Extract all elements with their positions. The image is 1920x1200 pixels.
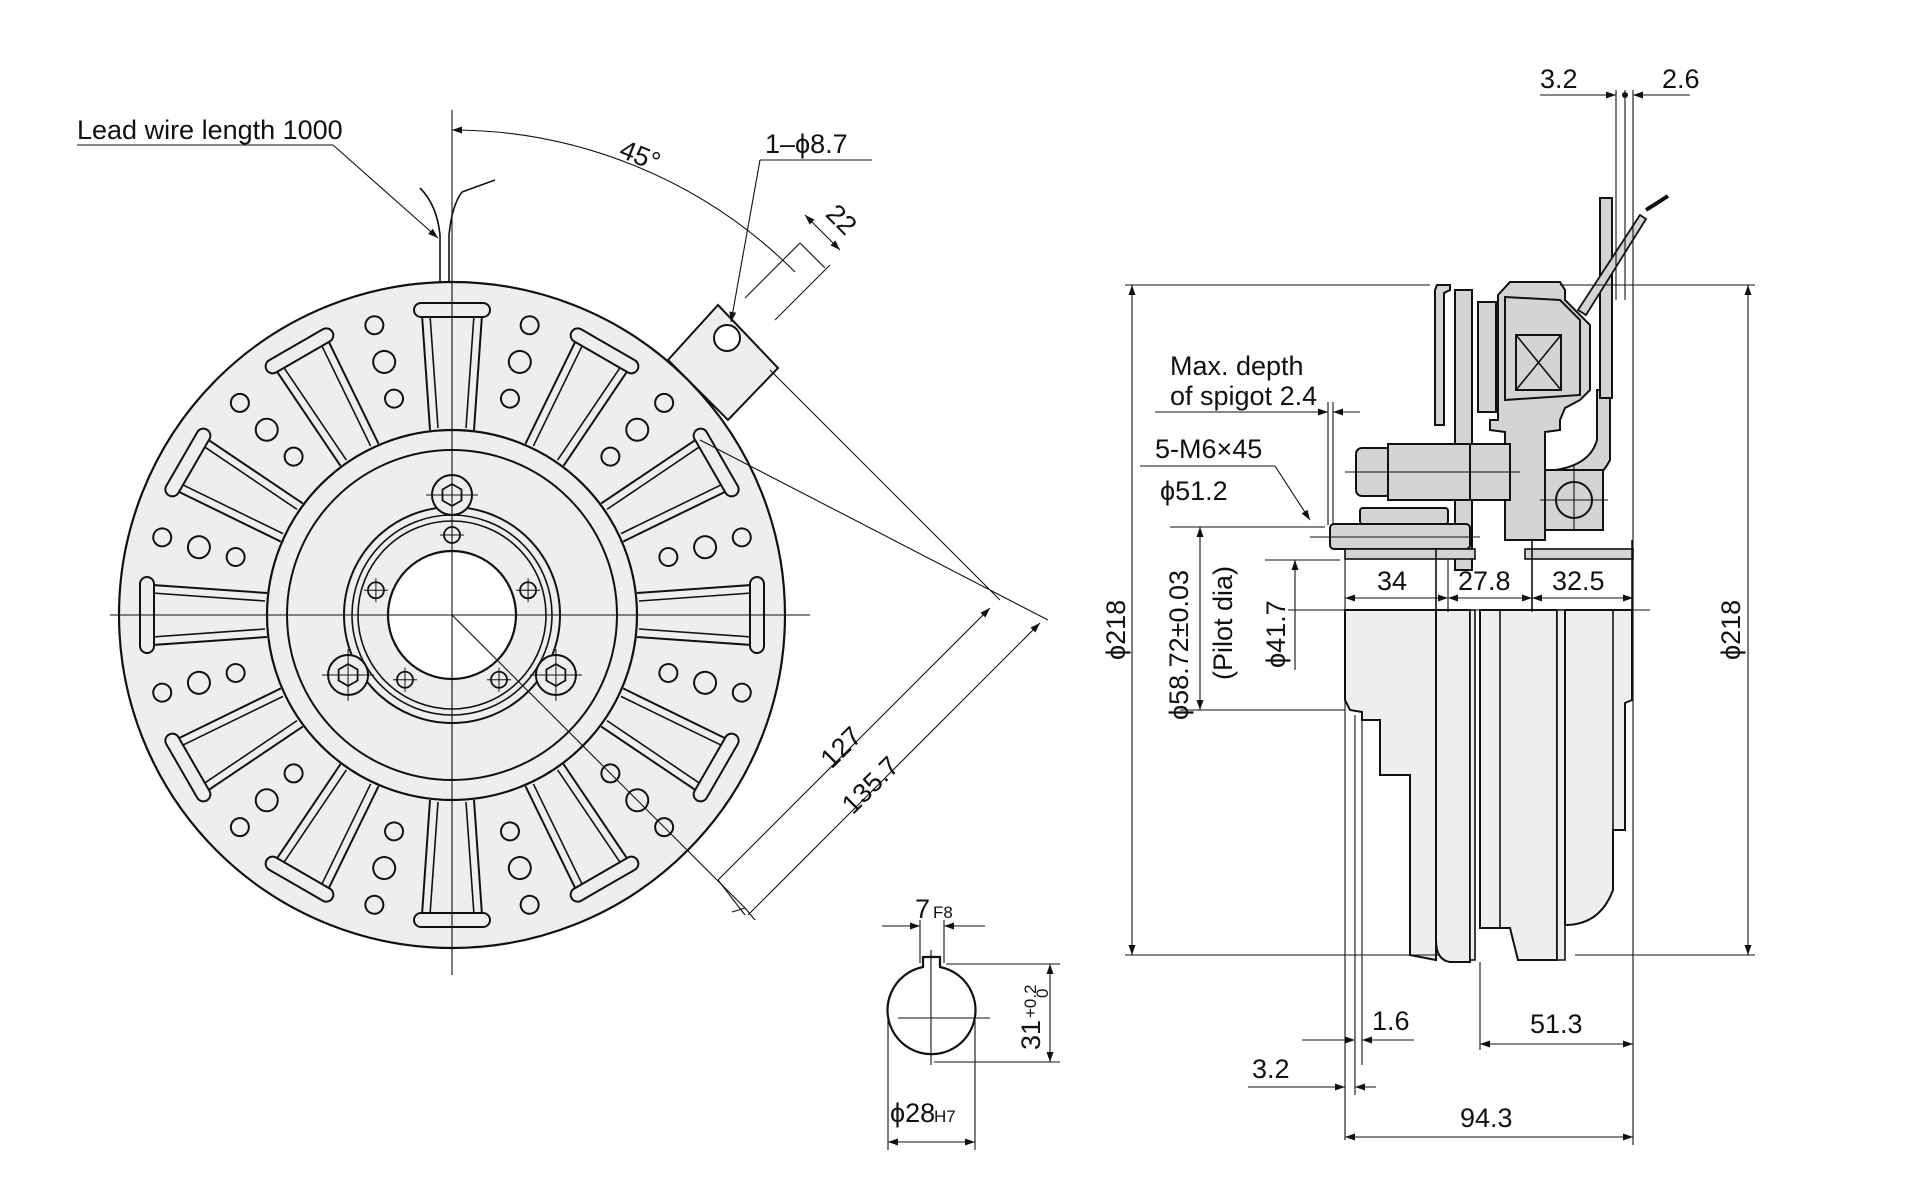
spigot-label-line2: of spigot 2.4 xyxy=(1170,381,1317,411)
bottom-mid-label: 51.3 xyxy=(1530,1009,1583,1039)
spigot-label-line1: Max. depth xyxy=(1170,351,1304,381)
outer-dia-left: ϕ218 xyxy=(1101,600,1131,660)
hex-bolt xyxy=(322,649,375,701)
spoke-slot xyxy=(164,687,304,803)
vent-hole-cluster xyxy=(364,821,405,915)
key-height-tol-upper: +0.2 xyxy=(1021,984,1040,1018)
seg3-label: 32.5 xyxy=(1552,566,1605,596)
bolt-label: 5-M6×45 xyxy=(1155,434,1262,464)
pilot-dia-label: ϕ58.72±0.03 xyxy=(1164,570,1194,720)
key-height-label: 31 xyxy=(1016,1020,1046,1050)
angle-label: 45° xyxy=(615,134,664,177)
seg2-label: 27.8 xyxy=(1458,566,1511,596)
pilot-note: (Pilot dia) xyxy=(1208,566,1238,680)
vent-hole-cluster xyxy=(364,315,405,409)
screw-hole xyxy=(392,667,417,692)
spoke-slot xyxy=(524,763,640,903)
top-right-dim: 2.6 xyxy=(1662,64,1700,94)
mount-slot-dim: 22 xyxy=(820,198,862,240)
screw-hole xyxy=(487,667,512,692)
lead-wires xyxy=(419,179,496,283)
lead-wire-label: Lead wire length 1000 xyxy=(77,115,343,145)
spoke-slot xyxy=(600,427,740,543)
hex-bolt xyxy=(529,649,582,701)
lead-wire xyxy=(1576,213,1648,317)
key-width-tol: F8 xyxy=(933,903,953,922)
vent-hole-cluster xyxy=(152,662,246,703)
spoke-slot xyxy=(264,327,380,467)
vent-hole-cluster xyxy=(499,315,540,409)
bottom-total-label: 94.3 xyxy=(1460,1103,1513,1133)
vent-hole-cluster xyxy=(229,763,304,838)
side-view: 3.2 2.6 ϕ218 ϕ218 Max. depth of spigot 2… xyxy=(1101,64,1755,1145)
spoke-slot xyxy=(264,763,380,903)
spoke-slot xyxy=(600,687,740,803)
radius-inner-label: 127 xyxy=(814,721,867,774)
brake-body xyxy=(1344,609,1633,963)
bottom-small2: 3.2 xyxy=(1252,1054,1290,1084)
spoke-slot xyxy=(524,327,640,467)
vent-hole-cluster xyxy=(499,821,540,915)
top-left-dim: 3.2 xyxy=(1540,64,1578,94)
vent-hole-cluster xyxy=(658,527,752,568)
vent-hole-cluster xyxy=(152,527,246,568)
spoke-slot xyxy=(164,427,304,543)
bore-tol: H7 xyxy=(934,1107,956,1126)
vent-hole-cluster xyxy=(600,392,675,467)
diagonal-centerline xyxy=(451,614,746,909)
angle-arc xyxy=(451,126,796,273)
outer-dia-right: ϕ218 xyxy=(1716,600,1746,660)
front-view: Lead wire length 1000 45° 1–ϕ8.7 22 127 … xyxy=(77,110,1049,975)
radius-135-dim xyxy=(747,622,1041,916)
inner-dia-label: ϕ41.7 xyxy=(1261,600,1291,668)
bore-label: ϕ28 xyxy=(890,1098,935,1128)
keyway-view: 7 F8 31 +0.2 0 ϕ28 H7 xyxy=(882,894,1060,1150)
seg1-label: 34 xyxy=(1377,566,1407,596)
vent-hole-cluster xyxy=(229,392,304,467)
mount-hole xyxy=(713,324,741,352)
screw-hole xyxy=(363,578,388,603)
bolt-circle-label: ϕ51.2 xyxy=(1160,476,1228,506)
radius-127-dim xyxy=(717,607,991,881)
key-width-label: 7 xyxy=(915,894,930,924)
mount-hole-label: 1–ϕ8.7 xyxy=(765,129,848,159)
key-height-tol-lower: 0 xyxy=(1033,989,1052,998)
screw-hole xyxy=(516,578,541,603)
coil-assembly xyxy=(1310,194,1670,610)
vent-hole-cluster xyxy=(658,662,752,703)
bottom-small1: 1.6 xyxy=(1372,1006,1410,1036)
mounting-tab xyxy=(666,303,780,422)
